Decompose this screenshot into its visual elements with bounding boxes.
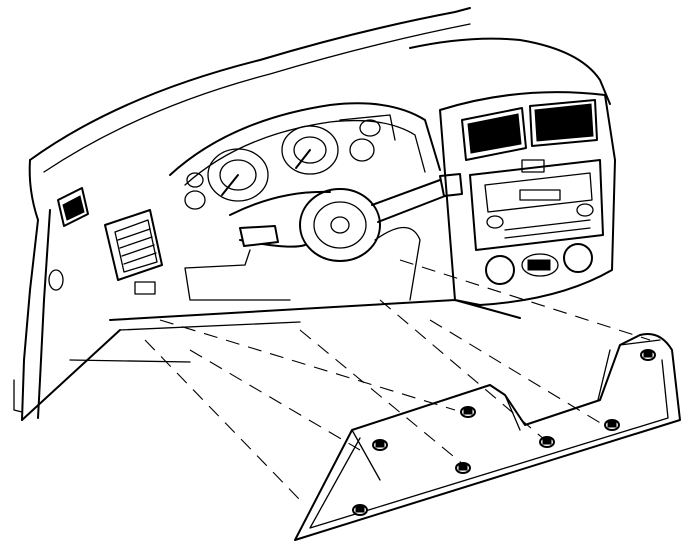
retainer-clip — [372, 439, 388, 451]
retainer-clip — [640, 349, 656, 361]
alignment-lines — [144, 259, 651, 501]
instrument-cluster — [169, 102, 441, 210]
left-air-vent — [104, 209, 163, 295]
instrument-panel-shell — [13, 7, 611, 421]
center-stack — [439, 91, 616, 306]
retainer-clip — [352, 504, 368, 516]
retainer-clip — [604, 419, 620, 431]
retainer-clip — [539, 436, 555, 448]
knee-bolster-trim-panel — [294, 333, 681, 541]
retainer-clip — [460, 406, 476, 418]
retainer-clip — [455, 462, 471, 474]
retainer-clips — [352, 349, 656, 516]
steering-column — [184, 173, 463, 301]
